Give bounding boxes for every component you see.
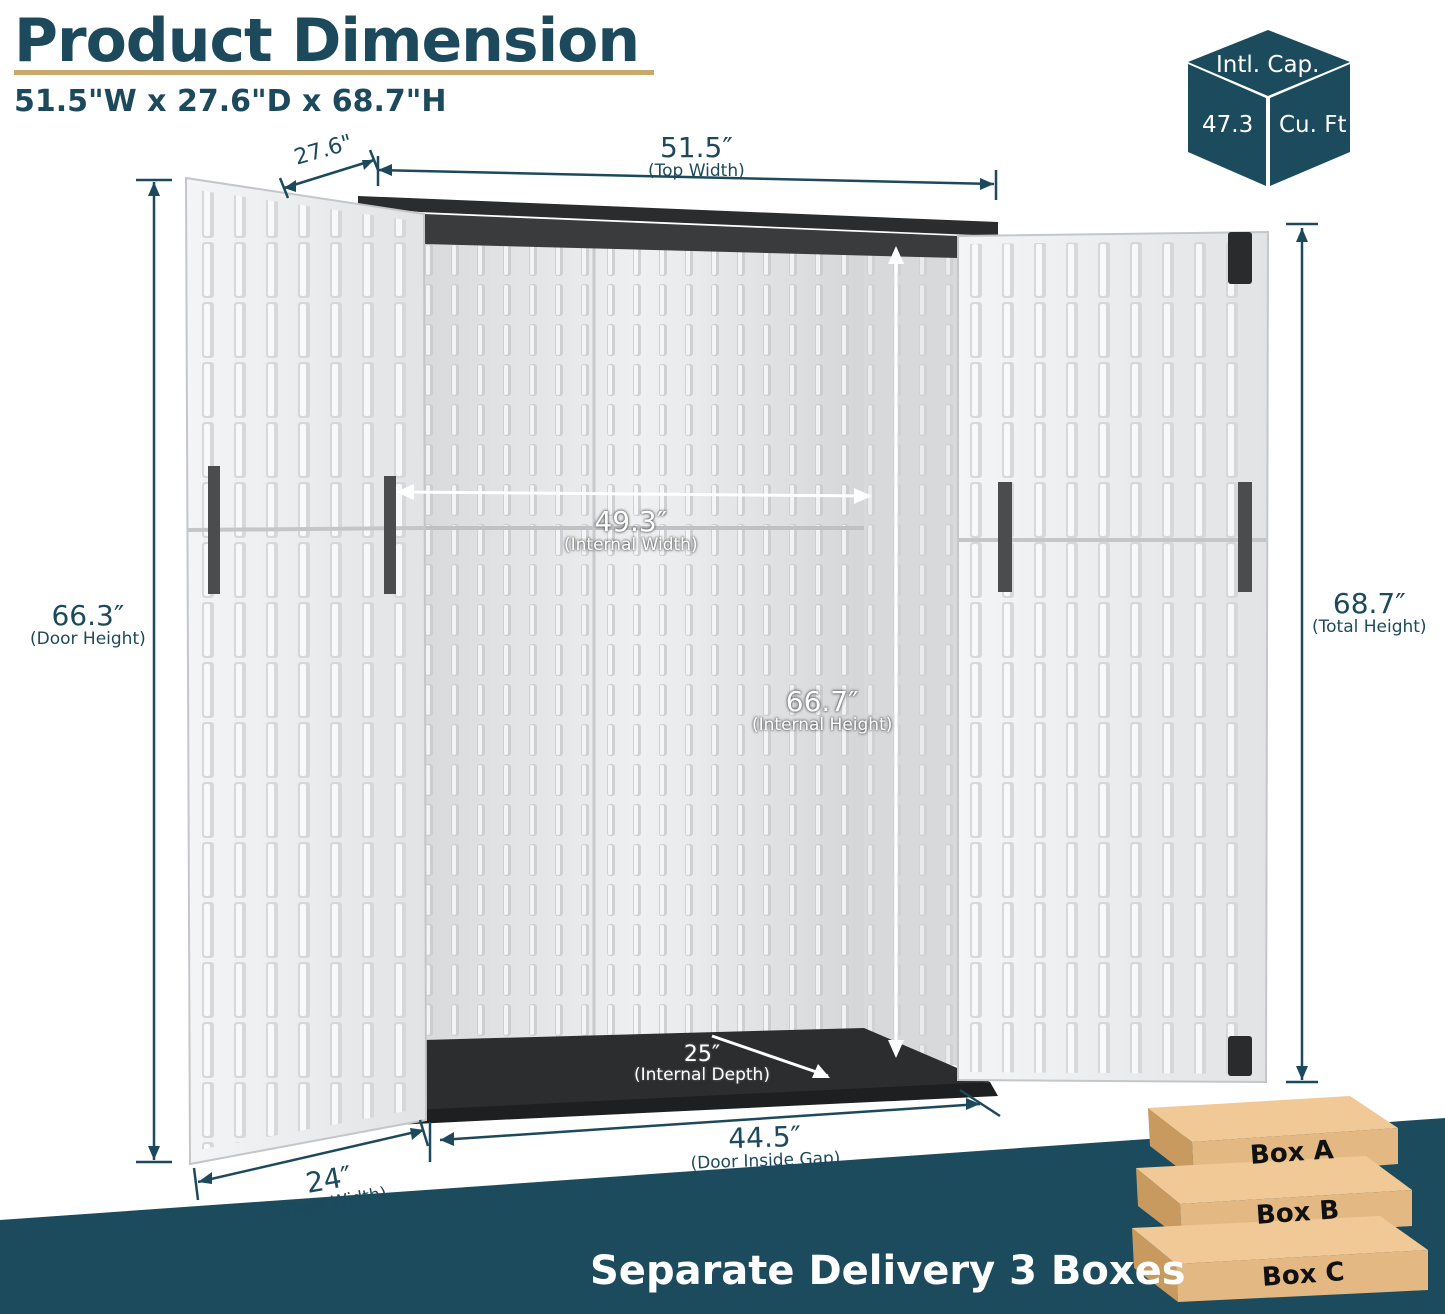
box-stack-icon: [1132, 1096, 1428, 1302]
cabinet-top: [358, 196, 998, 236]
top-width-dimension: 51.5″ (Top Width): [648, 131, 745, 181]
footer-text: Separate Delivery 3 Boxes: [590, 1248, 1186, 1294]
footer-band: [0, 1118, 1445, 1314]
capacity-value: 47.3: [1202, 112, 1254, 138]
page-title: Product Dimension: [14, 6, 640, 76]
box-label-a: Box A: [1249, 1135, 1335, 1171]
capacity-label: Intl. Cap.: [1216, 52, 1320, 78]
door-gap-dimension: 44.5″ (Door Inside Gap): [690, 1119, 841, 1174]
box-label-b: Box B: [1255, 1195, 1341, 1231]
title-underline: [14, 70, 654, 75]
cabinet-floor: [424, 1028, 990, 1120]
capacity-cube-icon: [1188, 30, 1350, 186]
door-height-dimension: 66.3″ (Door Height): [30, 599, 146, 649]
capacity-unit: Cu. Ft: [1279, 112, 1347, 138]
internal-depth-dimension: 25″ (Internal Depth): [634, 1042, 770, 1085]
internal-height-dimension: 66.7″ (Internal Height): [752, 685, 893, 735]
box-label-c: Box C: [1261, 1257, 1346, 1293]
internal-width-dimension: 49.3″ (Internal Width): [564, 505, 698, 555]
total-height-dimension: 68.7″ (Total Height): [1312, 587, 1427, 637]
page-subtitle: 51.5"W x 27.6"D x 68.7"H: [14, 84, 447, 119]
